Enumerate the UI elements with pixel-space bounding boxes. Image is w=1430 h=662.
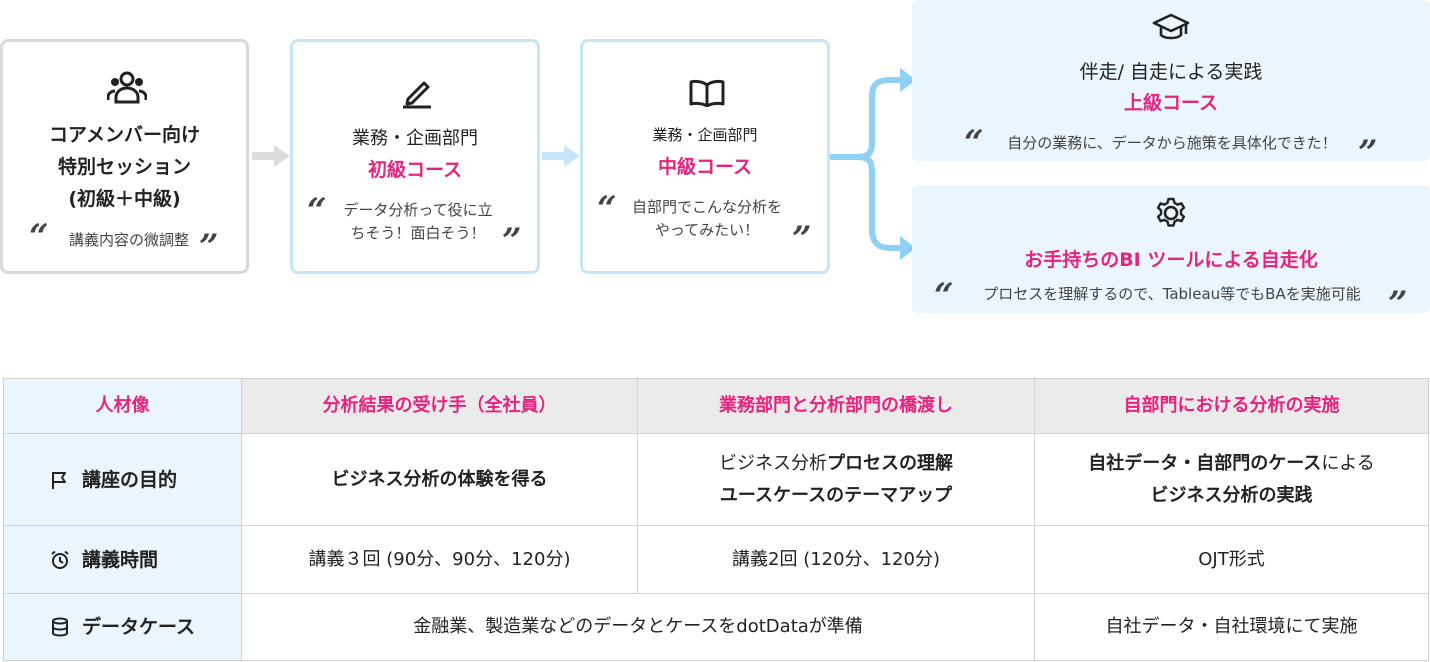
header-col3: 自部門における分析の実施: [1035, 379, 1428, 434]
row-purpose-col3-plain: による: [1321, 452, 1375, 474]
row-purpose-col1-text: ビジネス分析の体験を得る: [331, 468, 548, 490]
alarm-clock-icon: [51, 550, 69, 569]
open-quote-icon: “: [964, 123, 984, 163]
open-quote-icon: “: [934, 276, 954, 316]
header-col2: 業務部門と分析部門の橋渡し: [638, 379, 1035, 434]
row-data-label: データケース: [82, 616, 196, 638]
pencil-icon: [403, 81, 431, 109]
panel1-course: 上級コース: [1123, 92, 1219, 114]
row-data-col12: 金融業、製造業などのデータとケースをdotDataが準備: [242, 594, 1035, 660]
header-persona: 人材像: [4, 379, 242, 434]
row-purpose-header: 講座の目的: [4, 434, 242, 526]
close-quote-icon: ”: [792, 219, 812, 259]
row-time-col2: 講義2回 (120分、120分): [638, 526, 1035, 594]
row-time-col3-text: OJT形式: [1198, 548, 1265, 570]
panel2-course: お手持ちのBI ツールによる自走化: [1024, 249, 1318, 271]
box2-quote-line1: データ分析って役に立: [343, 201, 493, 219]
row-time-col3: OJT形式: [1035, 526, 1428, 594]
row-purpose-col3-bold: 自社データ・自部門のケース: [1088, 452, 1322, 474]
open-quote-icon: “: [307, 191, 327, 231]
box3-quote-line1: 自部門でこんな分析を: [631, 198, 782, 216]
gray-arrow: [252, 145, 290, 167]
box1-title-line2: 特別セッション: [57, 156, 191, 178]
header-persona-label: 人材像: [95, 395, 150, 416]
box1-title-line1: コアメンバー向け: [48, 124, 201, 146]
branch-arrow: [830, 68, 916, 260]
header-col1-label: 分析結果の受け手（全社員）: [322, 395, 557, 416]
row-purpose-col3: 自社データ・自部門のケースによる ビジネス分析の実践: [1035, 434, 1428, 526]
close-quote-icon: ”: [1388, 284, 1408, 324]
header-col2-label: 業務部門と分析部門の橋渡し: [719, 395, 953, 416]
box3-subtitle: 業務・企画部門: [652, 126, 758, 144]
course-comparison-table: 人材像 分析結果の受け手（全社員） 業務部門と分析部門の橋渡し 自部門における分…: [3, 378, 1429, 661]
box3-course: 中級コース: [657, 156, 753, 178]
row-purpose-col2: ビジネス分析プロセスの理解 ユースケースのテーマアップ: [638, 434, 1035, 526]
row-purpose-col2-plain: ビジネス分析: [719, 452, 827, 474]
flag-icon: [52, 471, 66, 489]
header-col3-label: 自部門における分析の実施: [1123, 395, 1340, 416]
header-col1: 分析結果の受け手（全社員）: [242, 379, 638, 434]
box2-quote-line2: ちそう！面白そう！: [350, 224, 486, 242]
bi-tool-panel: お手持ちのBI ツールによる自走化 “ プロセスを理解するので、Tableau等…: [912, 185, 1430, 321]
row-time-col2-text: 講義2回 (120分、120分): [732, 548, 940, 570]
beginner-course-box: 業務・企画部門 初級コース “ データ分析って役に立 ちそう！面白そう！ ”: [290, 39, 540, 274]
row-data-header: データケース: [4, 594, 242, 660]
core-member-session-box: コアメンバー向け 特別セッション (初級＋中級) “ 講義内容の微調整 ”: [0, 39, 249, 274]
gear-icon: [1156, 197, 1186, 227]
row-time-col1: 講義３回 (90分、90分、120分): [242, 526, 638, 594]
row-purpose-col2-line2: ユースケースのテーマアップ: [719, 484, 953, 506]
row-purpose-col1: ビジネス分析の体験を得る: [242, 434, 638, 526]
box1-title-line3: (初級＋中級): [68, 188, 181, 210]
advanced-course-panel: 伴走/ 自走による実践 上級コース “ 自分の業務に、データから施策を具体化でき…: [912, 0, 1430, 170]
row-data-col12-text: 金融業、製造業などのデータとケースをdotDataが準備: [413, 616, 863, 637]
row-time-header: 講義時間: [4, 526, 242, 594]
row-data-col3-text: 自社データ・自社環境にて実施: [1105, 616, 1358, 637]
open-quote-icon: “: [597, 189, 617, 229]
box2-subtitle: 業務・企画部門: [352, 128, 478, 149]
row-purpose-label: 講座の目的: [82, 468, 178, 491]
row-purpose-col3-line2: ビジネス分析の実践: [1150, 484, 1313, 506]
graduation-cap-icon: [1152, 13, 1190, 40]
open-quote-icon: “: [29, 217, 49, 257]
group-icon: [107, 71, 147, 104]
close-quote-icon: ”: [502, 221, 522, 261]
close-quote-icon: ”: [199, 227, 219, 267]
panel2-quote: プロセスを理解するので、Tableau等でもBAを実施可能: [983, 285, 1361, 303]
book-icon: [689, 79, 725, 107]
box2-course: 初級コース: [367, 159, 463, 181]
database-icon: [52, 617, 68, 637]
row-data-col3: 自社データ・自社環境にて実施: [1035, 594, 1428, 660]
intermediate-course-box: 業務・企画部門 中級コース “ 自部門でこんな分析を やってみたい！ ”: [580, 39, 830, 274]
row-purpose-col2-bold: プロセスの理解: [827, 452, 953, 474]
box3-quote-line2: やってみたい！: [654, 221, 760, 239]
panel1-quote: 自分の業務に、データから施策を具体化できた！: [1007, 134, 1337, 152]
close-quote-icon: ”: [1358, 133, 1378, 173]
panel1-subtitle: 伴走/ 自走による実践: [1079, 61, 1263, 83]
light-blue-arrow: [542, 145, 580, 167]
row-time-label: 講義時間: [82, 548, 159, 571]
box1-quote: 講義内容の微調整: [68, 231, 189, 249]
row-time-col1-text: 講義３回 (90分、90分、120分): [308, 548, 571, 570]
